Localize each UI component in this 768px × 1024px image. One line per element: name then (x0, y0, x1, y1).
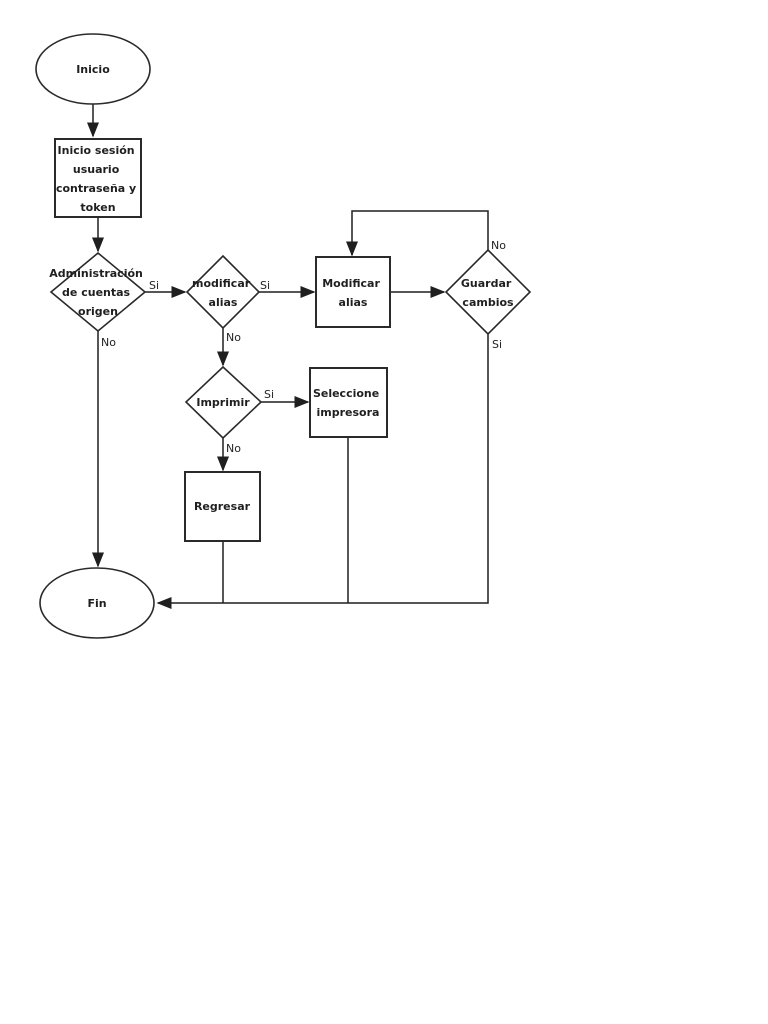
print-decision (184, 365, 263, 440)
select-printer-process-label: Seleccione impresora (313, 387, 383, 419)
return-process (184, 471, 261, 542)
save-changes-decision (444, 248, 532, 336)
label-admin-si: Si (149, 279, 159, 292)
start-terminator-label: Inicio (76, 63, 110, 76)
label-guardar-no: No (491, 239, 506, 252)
start-terminator (35, 33, 151, 105)
edge-guardar-si-to-fin-arrow (156, 334, 489, 609)
edge-guardar-no-loop-arrow (346, 210, 489, 257)
select-printer-process (309, 367, 388, 438)
modify-alias-process (315, 256, 391, 328)
label-imprimir-no: No (226, 442, 241, 455)
save-changes-decision-label: Guardar cambios (461, 277, 515, 309)
label-modificar-no: No (226, 331, 241, 344)
modify-alias-decision-label: modificar alias (192, 277, 254, 309)
end-terminator (39, 567, 155, 639)
login-process (54, 138, 142, 218)
end-terminator-label: Fin (87, 597, 106, 610)
modify-alias-process-label: Modificar alias (322, 277, 384, 309)
admin-accounts-decision (49, 251, 147, 333)
login-process-label: Inicio sesión usuario contraseña y token (56, 144, 140, 214)
return-process-label: Regresar (194, 500, 251, 513)
label-admin-no: No (101, 336, 116, 349)
label-modificar-si: Si (260, 279, 270, 292)
admin-accounts-decision-label: Administración de cuentas origen (49, 267, 146, 318)
label-guardar-si: Si (492, 338, 502, 351)
modify-alias-decision (185, 254, 261, 330)
label-imprimir-si: Si (264, 388, 274, 401)
print-decision-label: Imprimir (196, 396, 250, 409)
